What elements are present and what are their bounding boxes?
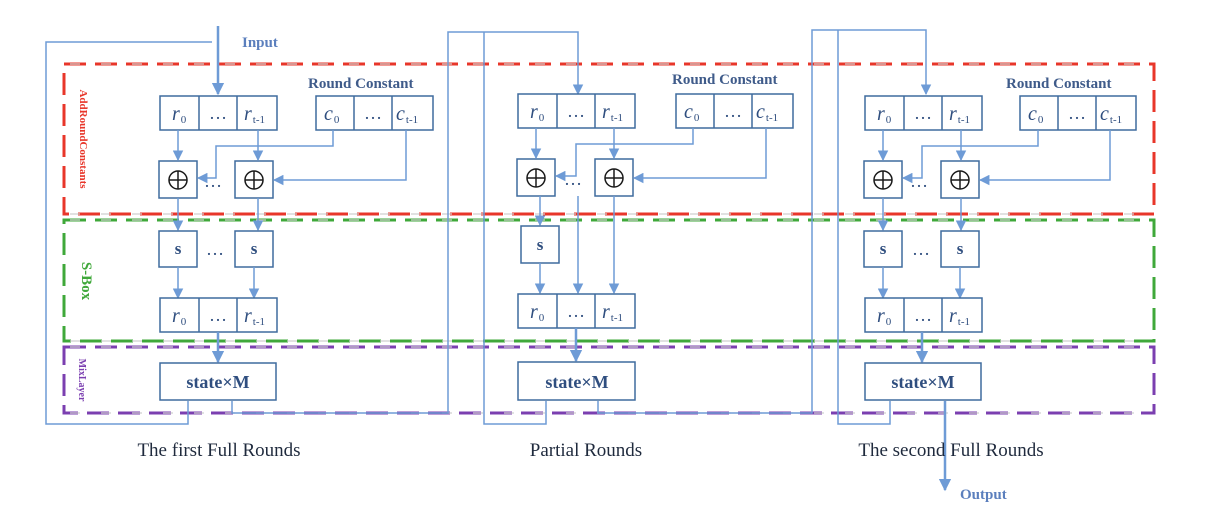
round-constant-label: Round Constant (1006, 76, 1111, 92)
layer-label-arc: AddRoundConstants (77, 89, 89, 189)
constant-cell-ct1: ct-1 (396, 103, 418, 126)
svg-text:state×M: state×M (186, 372, 249, 392)
svg-text:c0: c0 (1028, 103, 1044, 126)
sbox-0 (863, 230, 903, 268)
second-full-rounds: Round Constant r0 … rt-1 c0 … ct-1 … s (858, 76, 1137, 461)
svg-text:ct-1: ct-1 (756, 101, 778, 124)
layer-label-mix: MixLayer (76, 359, 87, 402)
svg-text:r0: r0 (877, 103, 892, 126)
svg-text:…: … (564, 169, 582, 189)
svg-text:…: … (209, 305, 227, 325)
first-full-rounds: Round Constant r0 … rt-1 c0 … ct-1 … (137, 76, 434, 461)
sbox-0 (158, 230, 198, 268)
svg-text:state×M: state×M (545, 372, 608, 392)
svg-text:ct-1: ct-1 (1100, 103, 1122, 126)
state-cell-rt1: rt-1 (244, 103, 265, 126)
svg-text:…: … (914, 305, 932, 325)
section-title-first-full: The first Full Rounds (137, 440, 300, 461)
state-cell-ellipsis: … (209, 103, 227, 123)
round-constant-register: c0 … ct-1 (315, 95, 434, 131)
svg-text:s: s (880, 239, 887, 258)
section-title-partial: Partial Rounds (530, 440, 642, 461)
xor-ellipsis: … (204, 171, 222, 191)
state-register-top: r0 … rt-1 (864, 95, 983, 131)
round-connections: Input Output (45, 26, 1007, 503)
partial-rounds: Round Constant r0 … rt-1 c0 … ct-1 … s (516, 72, 794, 461)
svg-text:…: … (206, 239, 224, 259)
svg-text:…: … (912, 239, 930, 259)
svg-text:s: s (251, 239, 258, 258)
svg-text:rt-1: rt-1 (949, 103, 970, 126)
layer-bands (62, 62, 1156, 415)
svg-text:…: … (1068, 103, 1086, 123)
svg-text:r0: r0 (530, 101, 545, 124)
layer-label-sbox: S-Box (78, 262, 94, 301)
svg-text:s: s (175, 239, 182, 258)
svg-text:r0: r0 (172, 305, 187, 328)
output-label: Output (960, 487, 1007, 503)
add-round-constants-band (62, 62, 1156, 216)
svg-text:s: s (537, 235, 544, 254)
round-constant-register: c0 … ct-1 (1019, 95, 1137, 131)
svg-text:c0: c0 (684, 101, 700, 124)
sbox-t1 (940, 230, 980, 268)
svg-text:r0: r0 (877, 305, 892, 328)
svg-text:…: … (910, 171, 928, 191)
round-constant-register: c0 … ct-1 (675, 93, 794, 129)
sbox-0 (520, 225, 560, 264)
round-constant-label: Round Constant (308, 76, 413, 92)
mix-layer-box (864, 362, 982, 401)
svg-text:r0: r0 (530, 301, 545, 324)
state-register-bottom: r0 … rt-1 (159, 297, 278, 333)
svg-text:…: … (567, 301, 585, 321)
svg-text:state×M: state×M (891, 372, 954, 392)
sbox-band (62, 218, 1156, 343)
state-register-bottom: r0 … rt-1 (864, 297, 983, 333)
constant-cell-ellipsis: … (364, 103, 382, 123)
svg-text:rt-1: rt-1 (602, 301, 623, 324)
svg-text:rt-1: rt-1 (602, 101, 623, 124)
state-register-top: r0 … rt-1 (159, 95, 278, 131)
constant-cell-c0: c0 (324, 103, 340, 126)
state-register-bottom: r0 … rt-1 (517, 293, 636, 329)
state-register-top: r0 … rt-1 (517, 93, 636, 129)
svg-text:…: … (724, 101, 742, 121)
svg-text:rt-1: rt-1 (949, 305, 970, 328)
section-title-second-full: The second Full Rounds (858, 440, 1043, 461)
svg-text:…: … (567, 101, 585, 121)
state-cell-r0: r0 (172, 103, 187, 126)
svg-text:rt-1: rt-1 (244, 305, 265, 328)
round-constant-label: Round Constant (672, 72, 777, 88)
svg-text:s: s (957, 239, 964, 258)
input-label: Input (242, 35, 278, 51)
mix-layer-box (159, 362, 277, 401)
svg-text:…: … (914, 103, 932, 123)
mix-layer-box (517, 361, 636, 401)
mix-layer-band (62, 345, 1156, 415)
